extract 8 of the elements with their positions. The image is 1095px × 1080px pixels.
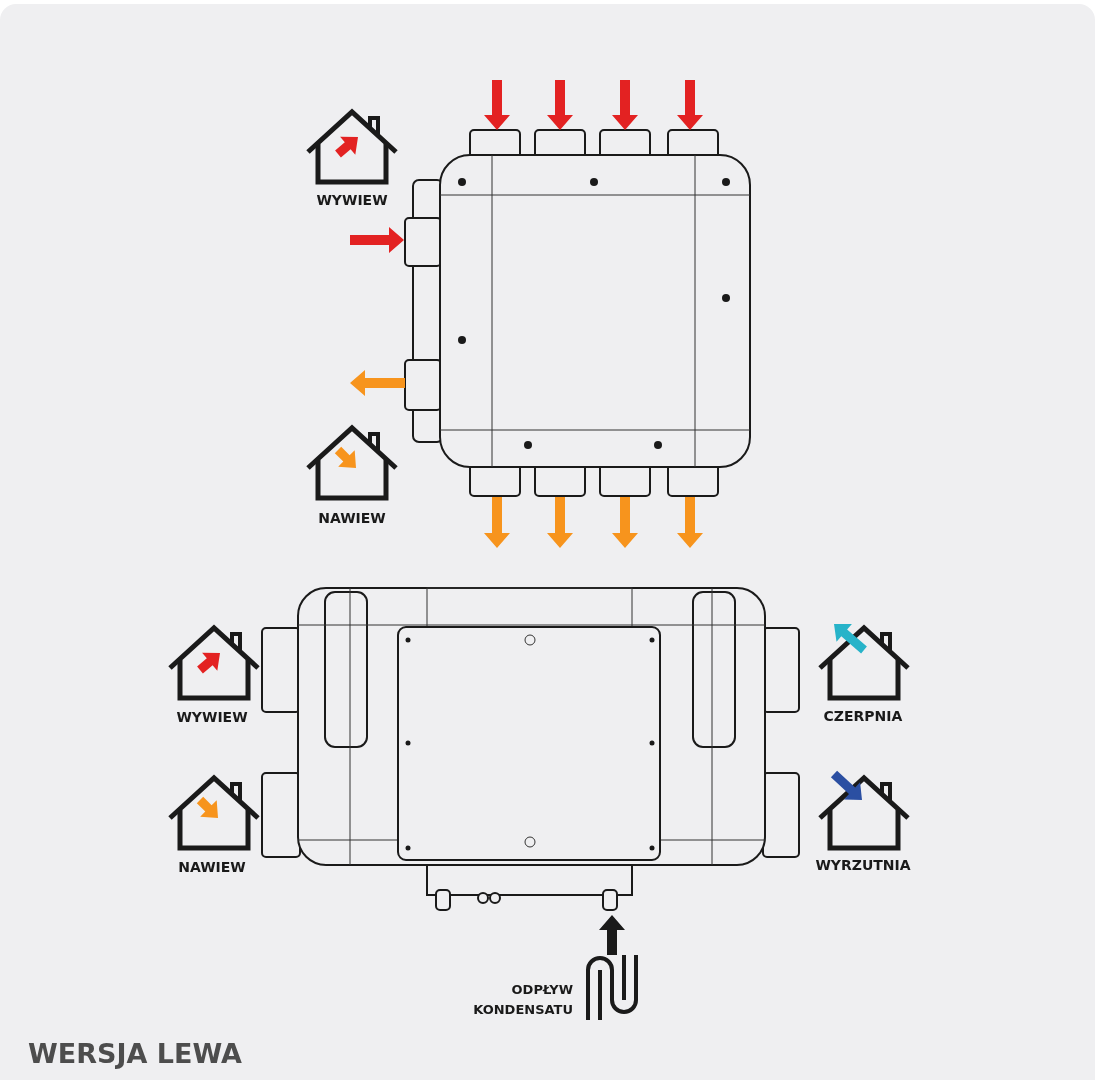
port-label: WYWIEW xyxy=(315,192,389,208)
port-label: CZERPNIA xyxy=(822,708,904,724)
port-label: NAWIEW xyxy=(177,859,247,875)
port-label: WYRZUTNIA xyxy=(814,857,912,873)
caption: WERSJA LEWA xyxy=(28,1038,242,1069)
port-label: NAWIEW xyxy=(317,510,387,526)
drain-label: ODPŁYW KONDENSATU xyxy=(472,981,573,1019)
port-label: WYWIEW xyxy=(175,709,249,725)
